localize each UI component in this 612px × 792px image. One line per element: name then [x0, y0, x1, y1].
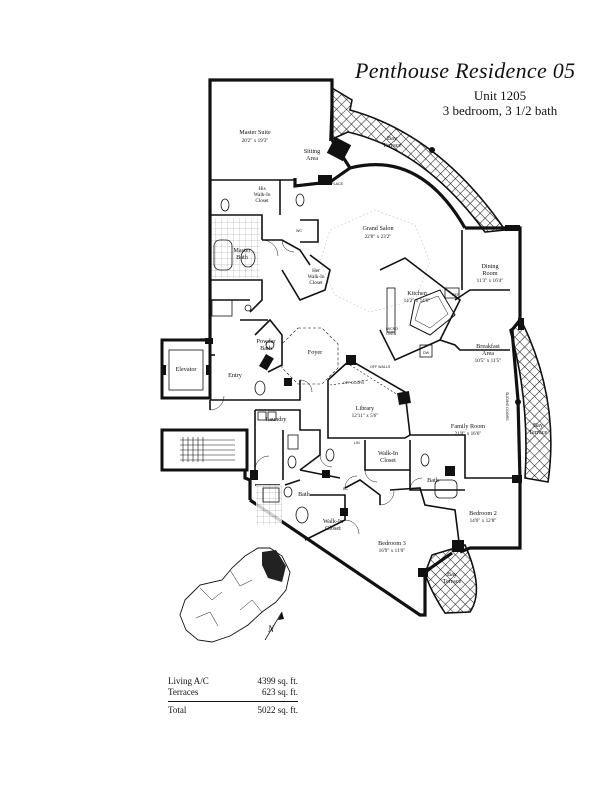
lin-label: LIN: [354, 441, 360, 445]
room-label-line: Room: [482, 270, 497, 277]
grand-salon-label: Grand Salon: [362, 225, 393, 232]
library-label: Library: [356, 405, 375, 412]
bay-terrace-right-label: Bay: [533, 422, 544, 429]
terraces-row: Terraces 623 sq. ft.: [168, 687, 298, 698]
total-row: Total 5022 sq. ft.: [168, 705, 298, 716]
off-walls-label: OFF WALLS: [370, 365, 391, 369]
wall-bedroom3-south: [249, 498, 453, 617]
room-label-line: Terrace: [383, 142, 402, 149]
dining-room-label: Dining: [481, 263, 498, 270]
bedroom3-label: Bedroom 3: [378, 540, 406, 547]
room-label-line: Area: [306, 155, 318, 162]
room-label-line: Walk-In: [308, 274, 325, 280]
grand-salon-dim: 22'8" x 23'2": [365, 234, 392, 240]
room-label-line: Closet: [255, 198, 269, 204]
laundry-label: Laundry: [266, 416, 288, 423]
wall-southwest: [243, 470, 252, 500]
living-area-row: Living A/C 4399 sq. ft.: [168, 676, 298, 687]
living-area-value: 4399 sq. ft.: [257, 676, 299, 686]
terraces-label: Terraces: [168, 686, 199, 697]
key-plan-highlight: [262, 550, 286, 582]
unit-number: Unit 1205: [473, 88, 527, 103]
foyer-label: Foyer: [308, 349, 322, 356]
wall-master-suite: [208, 78, 353, 188]
kitchen-island: [409, 289, 456, 336]
kitchen-dim: 14'2" x 14'6": [404, 298, 431, 304]
bay-terrace-right: [509, 320, 552, 483]
total-value: 5022 sq. ft.: [257, 705, 299, 715]
terraces-value: 623 sq. ft.: [262, 686, 298, 697]
bay-terrace-top-label: Bay: [387, 135, 398, 142]
walkin-closet-low-label: Walk-In: [323, 518, 343, 525]
room-label-line: Area: [482, 350, 494, 357]
unit-configuration: 3 bedroom, 3 1/2 bath: [442, 103, 558, 118]
room-label-line: Closet: [380, 457, 396, 464]
oven-label: OVEN: [386, 332, 397, 336]
foyer-octagon: [281, 327, 339, 385]
wall-family-east: [510, 319, 522, 481]
wall-bedroom2: [459, 480, 522, 554]
bedroom2-label: Bedroom 2: [469, 510, 497, 517]
fireplace-label: FIREPLACE: [323, 182, 344, 186]
his-walkin-label: His: [258, 186, 265, 192]
dw-label: DW: [423, 351, 430, 355]
sliding-doors-label: SLIDING DOORS: [505, 392, 509, 421]
room-label-line: Closet: [325, 525, 341, 532]
her-walkin-label: Her: [312, 268, 320, 274]
room-label-line: Closet: [309, 280, 323, 286]
dining-room-dim: 11'3" x 16'4": [477, 278, 504, 284]
area-summary-table: Living A/C 4399 sq. ft. Terraces 623 sq.…: [168, 676, 298, 716]
living-area-label: Living A/C: [168, 676, 209, 686]
powder-bath-label: Powder: [257, 338, 276, 345]
bedroom2-dim: 14'6" x 12'8": [470, 518, 497, 524]
library-dim: 12'11" x 5'6": [352, 413, 379, 419]
master-bath-label: Master: [233, 247, 250, 254]
bay-terrace-top: [329, 86, 507, 233]
room-label-line: Bath: [236, 254, 249, 261]
walkin-closet-mid-label: Walk-In: [378, 450, 398, 457]
wc-label: WC: [296, 229, 302, 233]
family-room-dim: 21'0" x 16'6": [455, 431, 482, 437]
micro-label: MICRO: [386, 327, 398, 331]
table-divider: [168, 701, 298, 702]
breakfast-area-label: Breakfast: [476, 343, 500, 350]
master-suite-label: Master Suite: [239, 129, 271, 136]
kitchen-label: Kitchen: [407, 290, 427, 297]
elevator-label: Elevator: [176, 366, 197, 373]
room-label-line: Terrace: [443, 578, 462, 585]
bath-mid-label: Bath: [427, 477, 440, 484]
bath-left-label: Bath: [298, 491, 311, 498]
building-key-plan: [179, 547, 291, 643]
family-room-label: Family Room: [451, 423, 485, 430]
breakfast-area-dim: 10'5" x 11'5": [475, 358, 502, 364]
bc-label: BC: [343, 487, 348, 491]
compass-north-label: N: [267, 624, 275, 634]
room-label-line: Walk-In: [254, 192, 271, 198]
room-label-line: Bath: [260, 345, 273, 352]
entry-label: Entry: [228, 372, 243, 379]
ref-label: REF: [452, 293, 460, 297]
bedroom3-dim: 16'9" x 11'0": [379, 548, 406, 554]
page-title: Penthouse Residence 05: [355, 58, 576, 83]
compass-arrow-icon: [264, 611, 284, 641]
room-label-line: Terrace: [529, 429, 548, 436]
bay-terrace-bottom-label: Bay: [447, 571, 458, 578]
off-doors-label: OFF DOORS: [343, 381, 365, 385]
master-suite-dim: 20'2" x 19'3": [242, 138, 269, 144]
total-label: Total: [168, 705, 187, 715]
wall-salon-east: [349, 163, 467, 229]
sitting-area-label: Sitting: [304, 148, 321, 155]
wall-west: [200, 180, 212, 342]
